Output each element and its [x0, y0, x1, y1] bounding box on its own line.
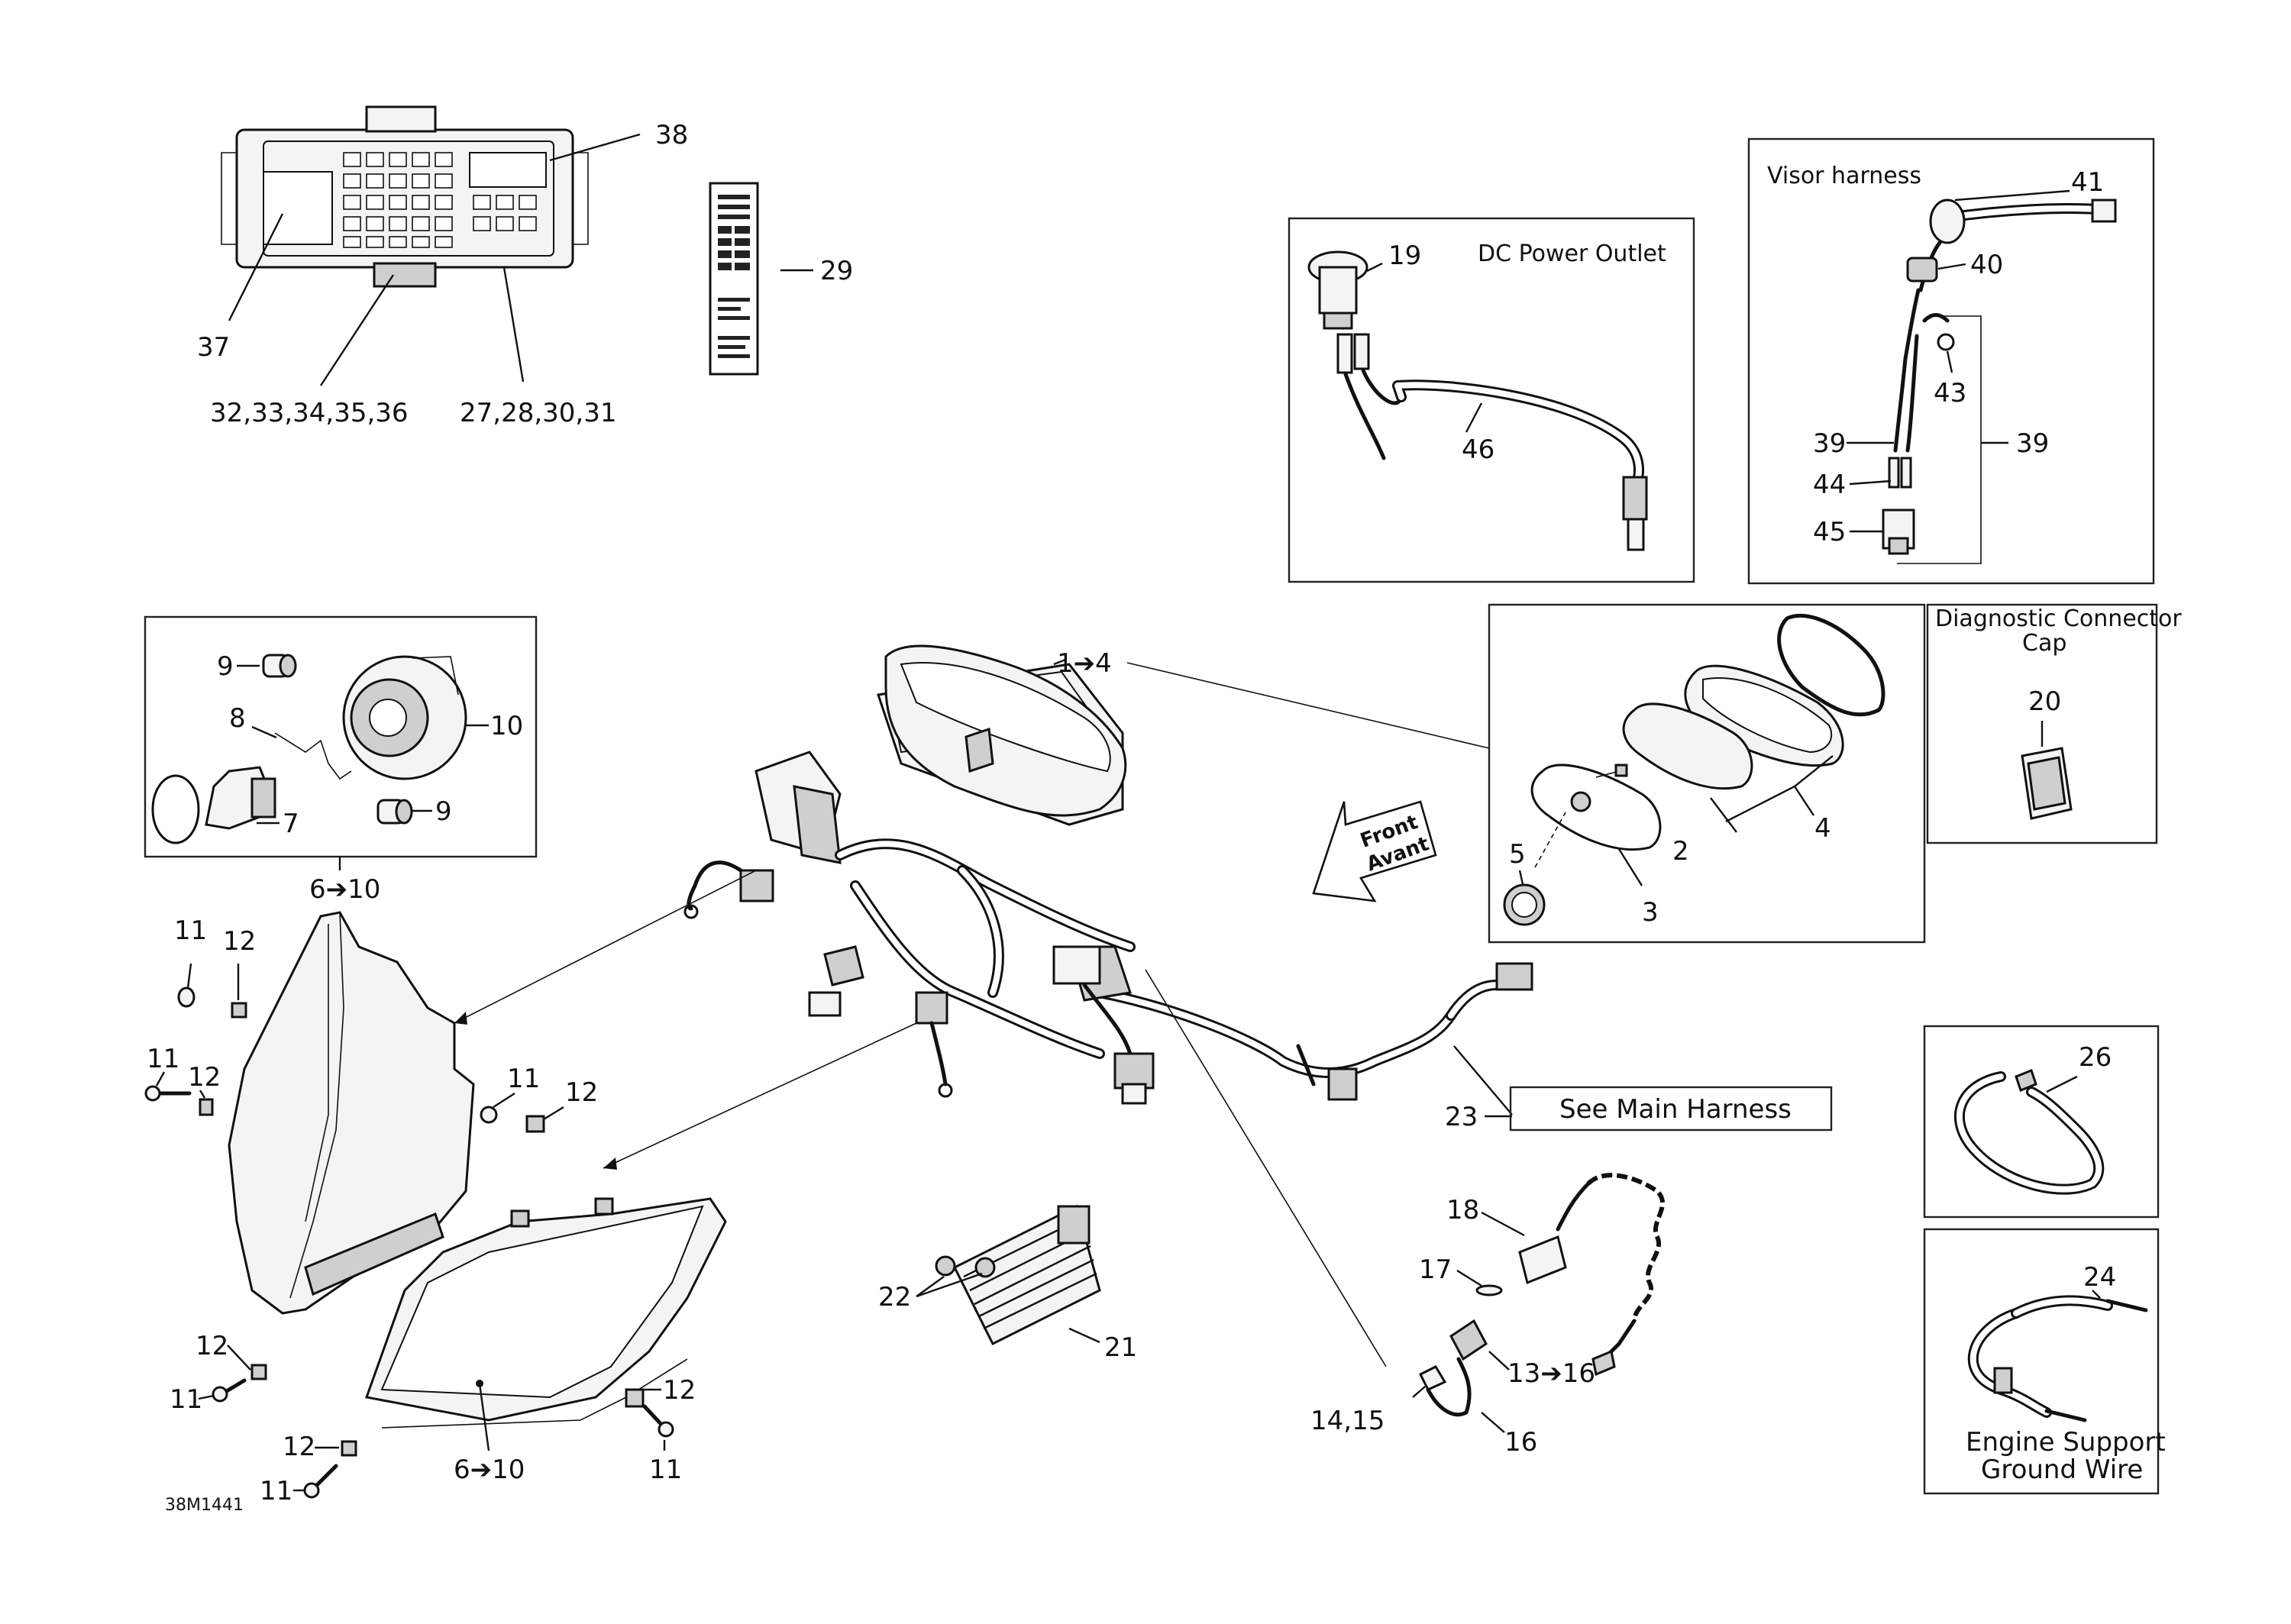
callout-12-c: 12 — [565, 1077, 598, 1108]
callout-12-a: 12 — [223, 926, 256, 957]
callout-32-36: 32,33,34,35,36 — [210, 398, 409, 428]
fuse-box-icon — [221, 105, 589, 288]
callout-43: 43 — [1934, 378, 1966, 408]
callout-41: 41 — [2071, 167, 2104, 198]
callout-11-b: 11 — [147, 1044, 179, 1074]
tether-cord-icon — [1418, 1173, 1665, 1417]
callout-11-c: 11 — [507, 1064, 540, 1094]
visor-harness-icon — [1882, 199, 2117, 555]
engine-ground-title-line1: Engine Support — [1966, 1427, 2166, 1458]
engine-ground-wire-box — [1923, 1228, 2160, 1495]
callout-5: 5 — [1509, 839, 1526, 870]
headlight-bulb-box — [144, 615, 538, 858]
headlight-housing-left-icon — [228, 911, 475, 1315]
diagnostic-cap-box — [1926, 603, 2158, 844]
callout-27-31: 27,28,30,31 — [460, 398, 616, 428]
diagnostic-cap-title-line2: Cap — [2022, 630, 2066, 657]
callout-46: 46 — [1462, 434, 1494, 465]
callout-39-a: 39 — [1813, 428, 1846, 459]
callout-39-b: 39 — [2016, 428, 2049, 459]
callout-12-e: 12 — [283, 1432, 315, 1462]
callout-11-a: 11 — [174, 915, 207, 946]
callout-18: 18 — [1446, 1195, 1479, 1225]
callout-24: 24 — [2083, 1262, 2116, 1293]
callout-11-e: 11 — [260, 1476, 292, 1506]
headlight-bulb-icon — [151, 654, 467, 844]
callout-8: 8 — [229, 703, 246, 734]
voltage-regulator-icon — [935, 1204, 1101, 1346]
callout-11-d: 11 — [170, 1384, 202, 1415]
fuse-label-decal-icon — [709, 182, 759, 376]
callout-13-16: 13➔16 — [1507, 1358, 1595, 1389]
instrument-cluster-exploded-icon — [1503, 613, 1885, 926]
callout-19: 19 — [1388, 241, 1421, 271]
callout-38: 38 — [655, 120, 688, 150]
dc-power-outlet-box — [1288, 217, 1695, 583]
callout-26: 26 — [2079, 1042, 2112, 1073]
callout-2: 2 — [1672, 836, 1689, 867]
callout-12-b: 12 — [188, 1062, 221, 1093]
callout-45: 45 — [1813, 517, 1846, 547]
engine-ground-title-line2: Ground Wire — [1981, 1454, 2143, 1485]
figure-id: 38M1441 — [165, 1496, 244, 1515]
headlight-housing-right-icon — [364, 1197, 727, 1429]
callout-4: 4 — [1814, 813, 1831, 844]
callout-29: 29 — [820, 256, 853, 286]
callout-16: 16 — [1504, 1427, 1537, 1458]
callout-44: 44 — [1813, 470, 1846, 500]
callout-40: 40 — [1970, 250, 2003, 280]
callout-20: 20 — [2028, 686, 2061, 717]
cable-tie-box — [1923, 1025, 2160, 1219]
callout-6-10-b: 6➔10 — [454, 1454, 525, 1485]
see-main-harness-label: See Main Harness — [1559, 1094, 1792, 1125]
callout-12-d: 12 — [195, 1331, 228, 1361]
visor-harness-box — [1747, 137, 2155, 585]
callout-21: 21 — [1104, 1332, 1137, 1363]
instrument-cluster-box — [1488, 603, 1926, 944]
visor-harness-title: Visor harness — [1767, 163, 1921, 189]
instrument-cluster-icon — [884, 644, 1127, 817]
fastener-icons — [144, 986, 674, 1499]
diagnostic-cap-icon — [2021, 747, 2073, 820]
callout-14-15: 14,15 — [1310, 1406, 1385, 1436]
dc-power-outlet-icon — [1307, 250, 1648, 551]
diagnostic-cap-title-line1: Diagnostic Connector — [1935, 605, 2182, 632]
callout-7: 7 — [283, 809, 299, 839]
callout-23: 23 — [1445, 1102, 1478, 1132]
callout-11-f: 11 — [649, 1454, 682, 1485]
dc-power-outlet-title: DC Power Outlet — [1478, 241, 1666, 267]
callout-3: 3 — [1642, 897, 1659, 928]
callout-17: 17 — [1419, 1254, 1452, 1285]
callout-9-b: 9 — [435, 796, 452, 827]
callout-22: 22 — [878, 1282, 911, 1312]
cable-tie-icon — [1953, 1069, 2105, 1195]
engine-ground-wire-icon — [1967, 1295, 2148, 1422]
front-direction-arrow-icon: Front Avant — [1312, 800, 1437, 902]
callout-1-4: 1➔4 — [1057, 648, 1112, 679]
callout-9-a: 9 — [217, 651, 234, 682]
callout-37: 37 — [197, 332, 230, 363]
callout-12-f: 12 — [663, 1375, 696, 1406]
callout-10: 10 — [490, 711, 523, 741]
see-main-harness-box — [1509, 1086, 1833, 1132]
callout-6-10-a: 6➔10 — [309, 874, 380, 905]
